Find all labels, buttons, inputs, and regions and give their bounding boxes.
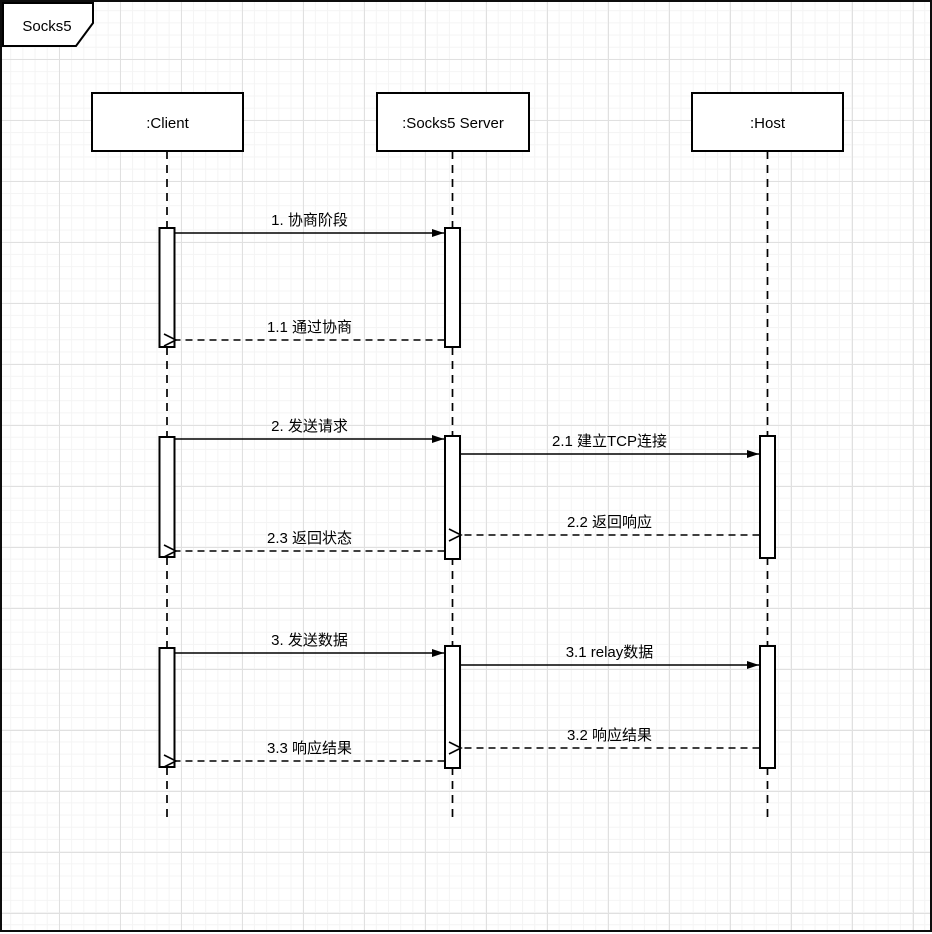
frame-title-shape: [2, 2, 94, 47]
message-1-label: 1. 协商阶段: [271, 212, 348, 229]
message-2-label: 2. 发送请求: [271, 418, 348, 435]
message-2-3-label: 2.3 返回状态: [267, 530, 352, 547]
host-activation-2[interactable]: [759, 435, 776, 559]
frame-title-label: Socks5: [22, 18, 71, 35]
message-2-1-label: 2.1 建立TCP连接: [552, 433, 667, 450]
host-header-box[interactable]: [691, 92, 844, 152]
server-header-label: :Socks5 Server: [402, 115, 504, 132]
client-activation-1[interactable]: [158, 227, 176, 348]
lifeline-host: :Host: [691, 92, 844, 822]
message-3-1: 3.1 relay数据: [459, 644, 759, 669]
server-activation-3[interactable]: [444, 645, 461, 769]
client-activation-3[interactable]: [158, 647, 176, 768]
server-activation-1[interactable]: [444, 227, 461, 348]
message-1-1: 1.1 通过协商: [163, 319, 445, 347]
message-1-1-label: 1.1 通过协商: [267, 319, 352, 336]
client-activation-2[interactable]: [158, 436, 176, 558]
message-2-3: 2.3 返回状态: [163, 530, 445, 558]
host-activation-3[interactable]: [759, 645, 776, 769]
message-2: 2. 发送请求: [174, 418, 444, 443]
server-activation-2[interactable]: [444, 435, 461, 560]
message-3-2: 3.2 响应结果: [448, 726, 760, 755]
client-header-label: :Client: [146, 115, 189, 132]
host-header-label: :Host: [750, 115, 786, 132]
lifeline-socks5-server: :Socks5 Server: [376, 92, 530, 822]
message-3-1-label: 3.1 relay数据: [566, 644, 654, 661]
client-header-box[interactable]: [91, 92, 244, 152]
frame-title-tab[interactable]: Socks5: [2, 2, 94, 47]
message-2-1: 2.1 建立TCP连接: [459, 433, 759, 458]
message-2-2: 2.2 返回响应: [448, 513, 760, 542]
lifeline-client: :Client: [91, 92, 244, 822]
message-1: 1. 协商阶段: [174, 212, 444, 237]
message-3-label: 3. 发送数据: [271, 632, 348, 649]
message-2-2-label: 2.2 返回响应: [567, 513, 652, 531]
server-header-box[interactable]: [376, 92, 530, 152]
message-3-2-label: 3.2 响应结果: [567, 726, 652, 744]
message-3-3-label: 3.3 响应结果: [267, 739, 352, 757]
message-3: 3. 发送数据: [174, 632, 444, 657]
message-3-3: 3.3 响应结果: [163, 739, 445, 768]
